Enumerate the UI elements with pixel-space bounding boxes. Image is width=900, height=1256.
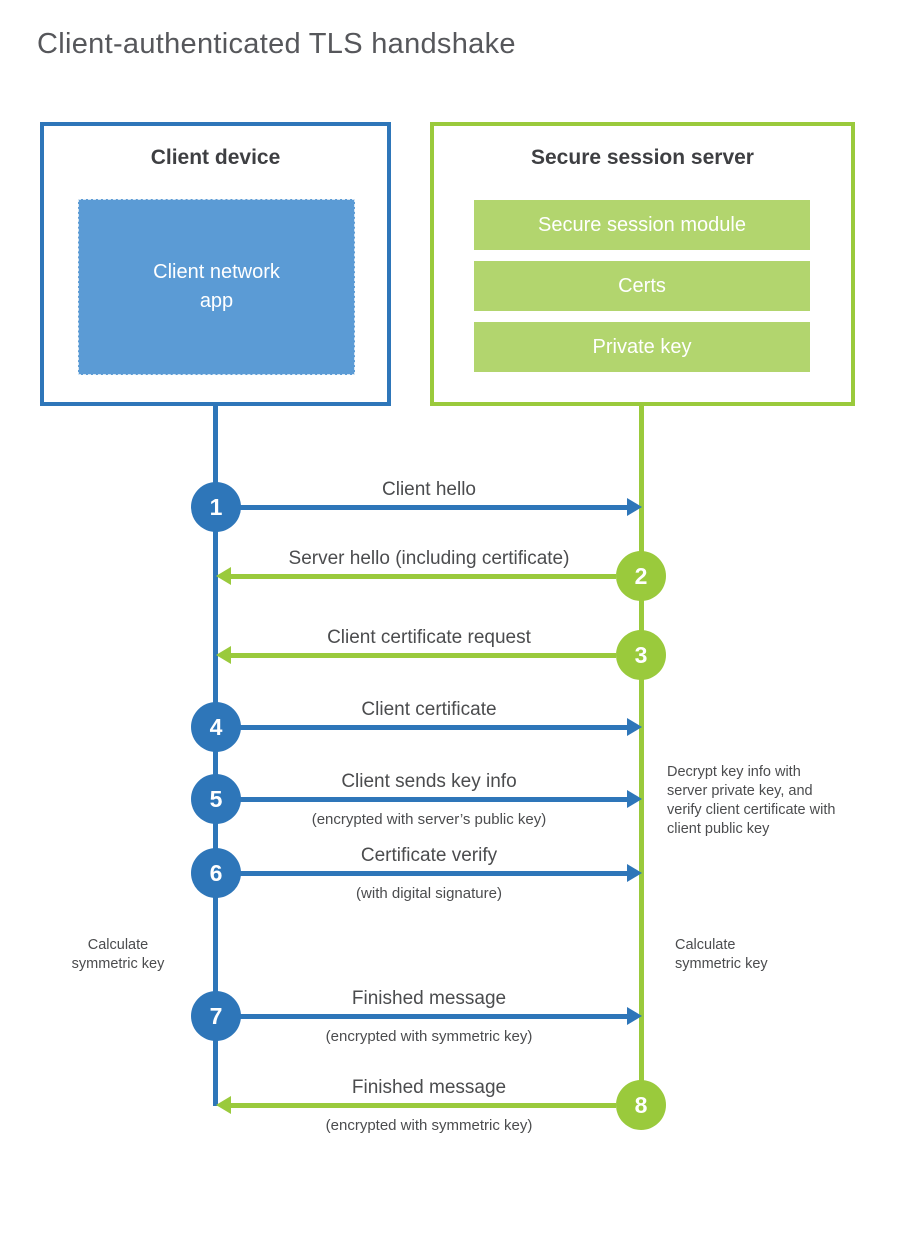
step-circle-6: 6 <box>191 848 241 898</box>
arrow-5-line <box>236 797 627 802</box>
flow-label-5: Client sends key info <box>341 771 517 792</box>
client-app-label-line1: Client network <box>153 261 280 283</box>
arrow-2-head-icon <box>216 567 231 585</box>
client-device-title: Client device <box>150 146 281 169</box>
calc-symmetric-key-left: Calculate symmetric key <box>71 937 165 972</box>
flow-label-2: Server hello (including certificate) <box>288 548 570 569</box>
flow-label-4: Client certificate <box>361 699 497 720</box>
arrow-7-head-icon <box>627 1007 642 1025</box>
arrow-6-line <box>236 871 627 876</box>
page-title: Client-authenticated TLS handshake <box>37 28 516 60</box>
arrow-4-line <box>236 725 627 730</box>
arrow-8-head-icon <box>216 1096 231 1114</box>
client-app-label-line2: app <box>199 290 234 312</box>
arrow-3-line <box>231 653 616 658</box>
flow-sublabel-7: (encrypted with symmetric key) <box>325 1028 533 1045</box>
server-module-private-key: Private key <box>474 322 810 372</box>
secure-session-server-title: Secure session server <box>531 146 754 169</box>
flow-label-7: Finished message <box>351 988 507 1009</box>
step-circle-8: 8 <box>616 1080 666 1130</box>
arrow-3-head-icon <box>216 646 231 664</box>
flow-sublabel-6: (with digital signature) <box>356 885 502 902</box>
client-network-app-box: Client network app <box>78 199 355 375</box>
arrow-1-head-icon <box>627 498 642 516</box>
arrow-2-line <box>231 574 616 579</box>
step-circle-1: 1 <box>191 482 241 532</box>
arrow-8-line <box>231 1103 616 1108</box>
server-lifeline <box>639 406 644 1106</box>
flow-label-3: Client certificate request <box>327 627 531 648</box>
flow-label-1: Client hello <box>382 479 476 500</box>
arrow-6-head-icon <box>627 864 642 882</box>
flow-label-8: Finished message <box>351 1077 507 1098</box>
flow-label-6: Certificate verify <box>360 845 498 866</box>
step-circle-5: 5 <box>191 774 241 824</box>
flow-sublabel-5: (encrypted with server’s public key) <box>311 811 547 828</box>
step-circle-4: 4 <box>191 702 241 752</box>
arrow-1-line <box>236 505 627 510</box>
client-lifeline <box>213 406 218 1106</box>
arrow-5-head-icon <box>627 790 642 808</box>
flow-sublabel-8: (encrypted with symmetric key) <box>325 1117 533 1134</box>
step-circle-3: 3 <box>616 630 666 680</box>
arrow-4-head-icon <box>627 718 642 736</box>
step-circle-2: 2 <box>616 551 666 601</box>
server-module-secure-session: Secure session module <box>474 200 810 250</box>
server-module-certs: Certs <box>474 261 810 311</box>
calc-symmetric-key-right: Calculate symmetric key <box>675 937 768 972</box>
arrow-7-line <box>236 1014 627 1019</box>
step-circle-7: 7 <box>191 991 241 1041</box>
server-decrypt-note: Decrypt key info with server private key… <box>667 764 836 837</box>
